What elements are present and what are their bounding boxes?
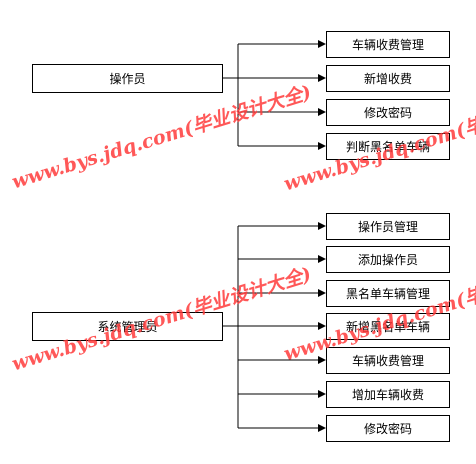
admin-child-label-2: 添加操作员: [357, 253, 418, 267]
operator-root-node: 操作员: [32, 64, 223, 93]
operator-child-label-4: 判断黑名单车辆: [345, 140, 430, 154]
admin-child-label-5: 车辆收费管理: [351, 354, 424, 368]
admin-child-node-6: 增加车辆收费: [326, 381, 450, 408]
admin-child-label-4: 新增黑名单车辆: [345, 320, 430, 334]
operator-child-label-3: 修改密码: [363, 106, 412, 120]
operator-root-label: 操作员: [109, 72, 146, 86]
admin-child-label-6: 增加车辆收费: [351, 388, 424, 402]
admin-child-label-3: 黑名单车辆管理: [345, 287, 430, 301]
operator-child-node-4: 判断黑名单车辆: [326, 133, 450, 160]
operator-child-node-3: 修改密码: [326, 99, 450, 126]
admin-child-node-1: 操作员管理: [326, 213, 450, 240]
admin-child-label-1: 操作员管理: [357, 220, 418, 234]
admin-child-node-5: 车辆收费管理: [326, 347, 450, 374]
admin-root-label: 系统管理员: [97, 320, 158, 334]
admin-child-node-2: 添加操作员: [326, 246, 450, 273]
admin-root-node: 系统管理员: [32, 312, 223, 341]
operator-child-node-2: 新增收费: [326, 65, 450, 92]
operator-child-label-2: 新增收费: [363, 72, 412, 86]
admin-child-node-4: 新增黑名单车辆: [326, 313, 450, 340]
admin-child-node-3: 黑名单车辆管理: [326, 280, 450, 307]
operator-child-node-1: 车辆收费管理: [326, 31, 450, 58]
operator-child-label-1: 车辆收费管理: [351, 38, 424, 52]
admin-child-node-7: 修改密码: [326, 415, 450, 442]
admin-child-label-7: 修改密码: [363, 422, 412, 436]
